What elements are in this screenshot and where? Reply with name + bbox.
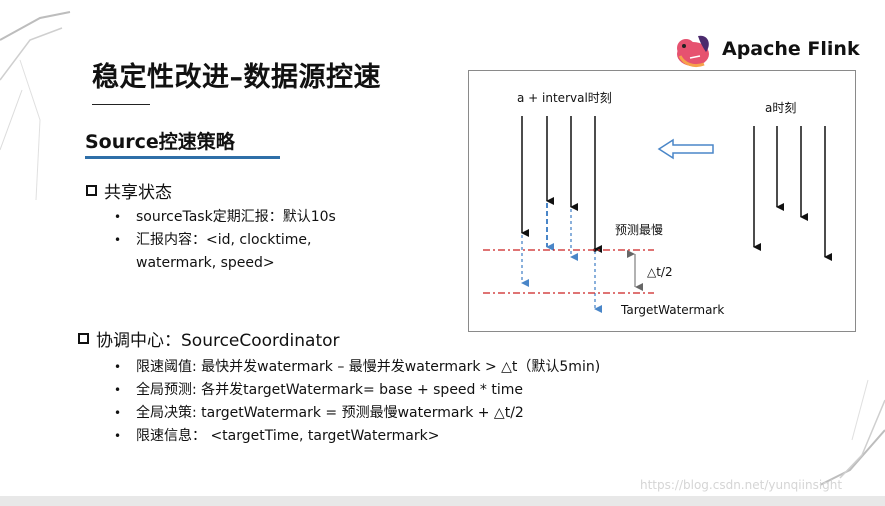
square-bullet-icon [78, 333, 89, 344]
hollow-left-arrow-icon [657, 138, 714, 160]
section-subtitle: Source控速策略 [85, 131, 235, 153]
list-item: sourceTask定期汇报：默认10s [110, 206, 336, 229]
coordinator-heading: 协调中心：SourceCoordinator [78, 326, 340, 351]
list-item: 汇报内容：<id, clocktime, [110, 229, 336, 252]
diagram-canvas [483, 116, 832, 313]
label-delta: △t/2 [647, 265, 673, 279]
list-item: 限速信息： <targetTime, targetWatermark> [110, 425, 600, 448]
flink-squirrel-icon [677, 35, 709, 68]
label-a-time: a时刻 [765, 101, 797, 115]
label-interval-time: a + interval时刻 [517, 91, 612, 105]
label-slowest: 预测最慢 [615, 223, 664, 237]
subtitle-underline [85, 156, 280, 159]
page-title: 稳定性改进–数据源控速 [92, 62, 381, 93]
shared-state-list: sourceTask定期汇报：默认10s 汇报内容：<id, clocktime… [110, 206, 336, 275]
coordinator-list: 限速阈值: 最快并发watermark – 最慢并发watermark > △t… [110, 356, 600, 448]
brand-logo: Apache Flink [672, 28, 860, 70]
coordinator-heading-text: 协调中心：SourceCoordinator [96, 331, 340, 351]
list-item: 全局预测: 各并发targetWatermark= base + speed *… [110, 379, 600, 402]
shared-state-heading-text: 共享状态 [104, 183, 172, 203]
square-bullet-icon [86, 185, 97, 196]
list-item: 全局决策: targetWatermark = 预测最慢watermark + … [110, 402, 600, 425]
watermark-diagram: a + interval时刻 a时刻 预测最慢 △t/2 TargetWater… [468, 70, 856, 332]
brand-name: Apache Flink [722, 38, 860, 60]
shared-state-heading: 共享状态 [86, 178, 172, 203]
label-target-watermark: TargetWatermark [621, 303, 725, 317]
list-item: 限速阈值: 最快并发watermark – 最慢并发watermark > △t… [110, 356, 600, 379]
title-underline [92, 104, 150, 105]
source-watermark: https://blog.csdn.net/yunqiinsight [640, 478, 843, 492]
list-item: watermark, speed> [136, 255, 275, 271]
